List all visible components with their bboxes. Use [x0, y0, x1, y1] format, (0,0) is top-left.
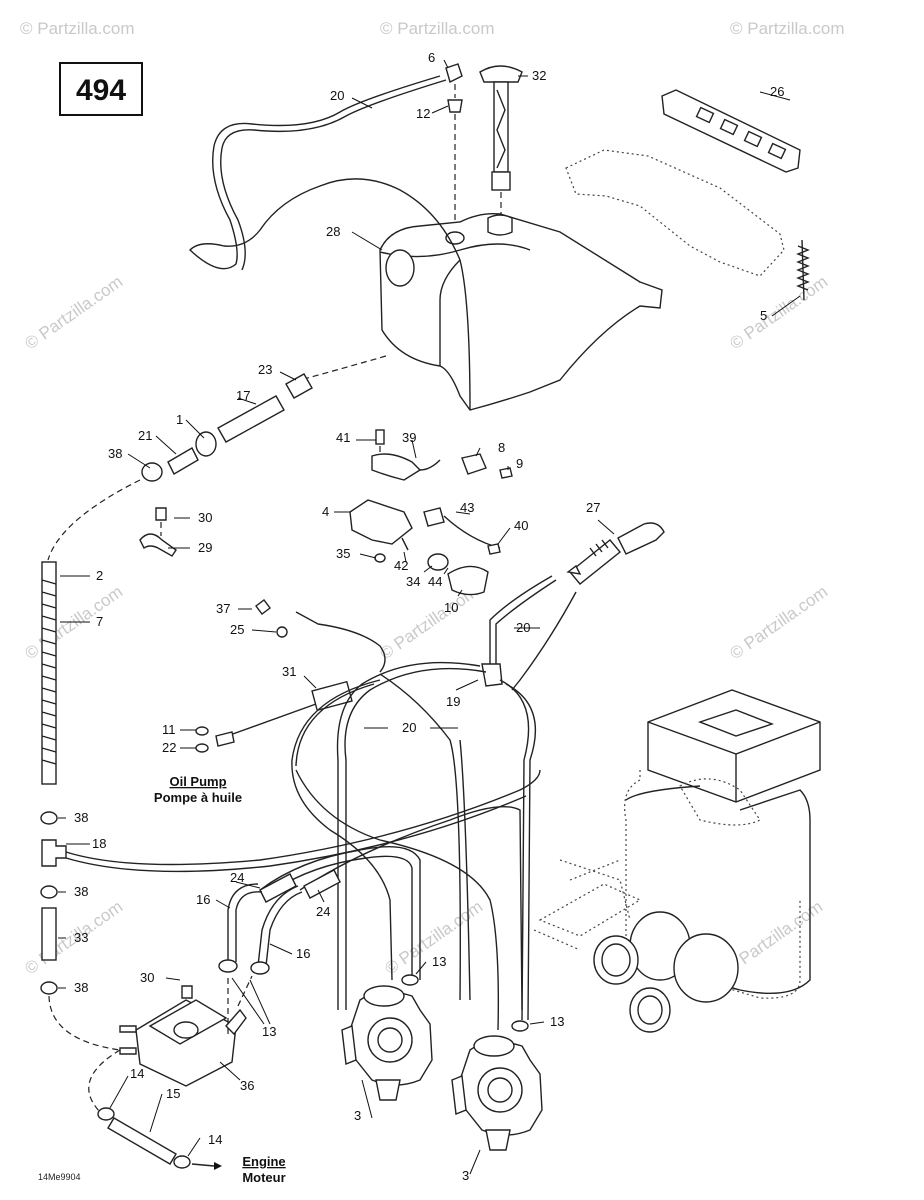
watermark: © Partzilla.com — [20, 19, 135, 38]
engine-line — [88, 1049, 222, 1170]
vent-hose — [188, 75, 471, 411]
engine-label-fr: Moteur — [242, 1170, 285, 1185]
callout-27: 27 — [586, 500, 600, 515]
callout-13: 13 — [262, 1024, 276, 1039]
callout-19: 19 — [446, 694, 460, 709]
callout-3: 3 — [354, 1108, 361, 1123]
callout-44: 44 — [428, 574, 442, 589]
callout-41: 41 — [336, 430, 350, 445]
oil-pump-label: Oil Pump — [169, 774, 226, 789]
oil-pump-label-fr: Pompe à huile — [154, 790, 242, 805]
spring-icon — [796, 239, 810, 301]
text-labels: Oil Pump Pompe à huile Engine Moteur 14M… — [38, 774, 286, 1185]
watermark: © Partzilla.com — [21, 272, 126, 353]
callout-30: 30 — [140, 970, 154, 985]
callout-39: 39 — [402, 430, 416, 445]
fuel-pump-icon — [119, 974, 253, 1087]
callout-25: 25 — [230, 622, 244, 637]
clamp-icon — [218, 959, 529, 1032]
carburetor-icon — [451, 1035, 543, 1151]
callout-4: 4 — [322, 504, 329, 519]
dipstick-icon — [479, 65, 523, 214]
callout-16: 16 — [196, 892, 210, 907]
callout-14: 14 — [130, 1066, 144, 1081]
callout-23: 23 — [258, 362, 272, 377]
callout-37: 37 — [216, 601, 230, 616]
callout-42: 42 — [394, 558, 408, 573]
watermark-layer: © Partzilla.com © Partzilla.com © Partzi… — [20, 19, 845, 978]
callout-21: 21 — [138, 428, 152, 443]
callout-numbers: 1 2 3 3 4 5 6 7 8 9 10 11 12 13 13 13 14… — [74, 50, 784, 1183]
drawing-code: 14Me9904 — [38, 1172, 81, 1182]
callout-32: 32 — [532, 68, 546, 83]
callout-38: 38 — [108, 446, 122, 461]
callout-17: 17 — [236, 388, 250, 403]
callout-28: 28 — [326, 224, 340, 239]
watermark: © Partzilla.com — [726, 582, 831, 663]
callout-33: 33 — [74, 930, 88, 945]
callout-38: 38 — [74, 980, 88, 995]
callout-20: 20 — [402, 720, 416, 735]
oil-pump-cable — [195, 599, 386, 753]
diagram-number: 494 — [76, 74, 126, 107]
callout-9: 9 — [516, 456, 523, 471]
callout-12: 12 — [416, 106, 430, 121]
watermark: © Partzilla.com — [726, 272, 831, 353]
callout-15: 15 — [166, 1086, 180, 1101]
callout-16: 16 — [296, 946, 310, 961]
watermark: © Partzilla.com — [730, 19, 845, 38]
callout-13: 13 — [432, 954, 446, 969]
callout-10: 10 — [444, 600, 458, 615]
callout-34: 34 — [406, 574, 420, 589]
callout-20: 20 — [330, 88, 344, 103]
engine-label: Engine — [242, 1154, 285, 1169]
callout-24: 24 — [316, 904, 330, 919]
oil-level-sensor-icon — [349, 429, 513, 596]
callout-26: 26 — [770, 84, 784, 99]
callout-31: 31 — [282, 664, 296, 679]
callout-24: 24 — [230, 870, 244, 885]
watermark: © Partzilla.com — [21, 582, 126, 663]
callout-38: 38 — [74, 884, 88, 899]
callout-22: 22 — [162, 740, 176, 755]
callout-14: 14 — [208, 1132, 222, 1147]
oil-line-hose — [40, 355, 541, 1051]
air-silencer-icon — [533, 689, 821, 1033]
callout-8: 8 — [498, 440, 505, 455]
bracket-icon — [661, 89, 801, 173]
leader-lines — [58, 59, 801, 1175]
callout-43: 43 — [460, 500, 474, 515]
clamp-icon — [139, 507, 177, 557]
callout-35: 35 — [336, 546, 350, 561]
callout-7: 7 — [96, 614, 103, 629]
callout-40: 40 — [514, 518, 528, 533]
vent-fitting-icon — [445, 63, 463, 222]
carburetor-icon — [341, 985, 433, 1101]
callout-18: 18 — [92, 836, 106, 851]
oil-tank-icon — [379, 212, 663, 411]
callout-11: 11 — [162, 722, 176, 737]
callout-20: 20 — [516, 620, 530, 635]
callout-36: 36 — [240, 1078, 254, 1093]
callout-29: 29 — [198, 540, 212, 555]
fuel-lines — [227, 575, 577, 1031]
callout-1: 1 — [176, 412, 183, 427]
callout-30: 30 — [198, 510, 212, 525]
callout-2: 2 — [96, 568, 103, 583]
callout-6: 6 — [428, 50, 435, 65]
tank-support-outline — [565, 149, 785, 277]
callout-3: 3 — [462, 1168, 469, 1183]
callout-38: 38 — [74, 810, 88, 825]
primer-icon — [566, 522, 665, 585]
watermark: © Partzilla.com — [380, 19, 495, 38]
diagram-number-box: 494 — [59, 62, 143, 116]
callout-13: 13 — [550, 1014, 564, 1029]
callout-5: 5 — [760, 308, 767, 323]
